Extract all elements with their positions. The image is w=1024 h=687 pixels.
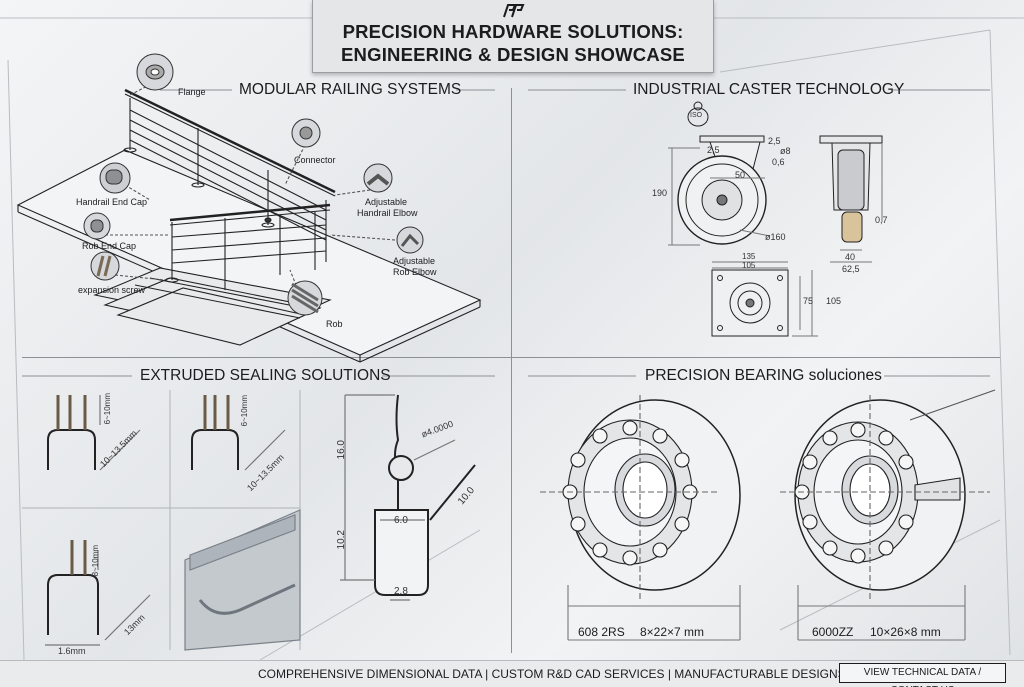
caster-dim-d2: 2,5 — [768, 136, 781, 146]
caster-section-title: INDUSTRIAL CASTER TECHNOLOGY — [633, 81, 905, 98]
iso-badge-label: ISO — [690, 112, 703, 119]
flange-icon — [136, 53, 174, 91]
label-adjustable-rob-elbow-1: Adjustable — [393, 256, 436, 266]
vertical-divider — [511, 88, 512, 653]
label-adjustable-handrail-elbow-2: Handrail Elbow — [357, 208, 418, 218]
hardware-logo-icon — [503, 4, 525, 18]
bearing-2-size: 10×26×8 mm — [870, 625, 941, 639]
horizontal-divider — [22, 357, 1000, 358]
handrail-end-cap-icon — [99, 162, 131, 194]
seal-profile-dim-6: 2.8 — [394, 586, 408, 597]
view-technical-data-button[interactable]: VIEW TECHNICAL DATA / CONTACT US — [839, 663, 1006, 687]
caster-dim-plate-w2: 105 — [742, 261, 756, 270]
expansion-screw-icon — [90, 251, 120, 281]
caster-dim-d4: 0,6 — [772, 157, 785, 167]
caster-dim-d6: 0,7 — [875, 215, 888, 225]
banner-title-line2: ENGINEERING & DESIGN SHOWCASE — [341, 44, 685, 65]
label-adjustable-rob-elbow-2: Rob Elbow — [393, 267, 437, 277]
bearing-2-model: 6000ZZ — [812, 625, 854, 639]
caster-dim-plate-h2: 105 — [826, 296, 842, 306]
bearing-608-icon — [540, 395, 741, 600]
footer-text: COMPREHENSIVE DIMENSIONAL DATA | CUSTOM … — [258, 667, 846, 681]
caster-dim-d7: 40 — [845, 252, 856, 262]
seal-profile-dim-4: 6.0 — [394, 515, 408, 526]
caster-dim-plate-h: 75 — [803, 296, 814, 306]
rob-icon — [287, 280, 323, 316]
caster-dim-height: 190 — [652, 188, 668, 198]
label-flange: Flange — [178, 87, 206, 97]
caster-dim-d8: 62,5 — [842, 264, 860, 274]
adjustable-handrail-elbow-icon — [363, 163, 393, 193]
connector-icon — [291, 118, 321, 148]
label-rob: Rob — [326, 319, 343, 329]
banner-title-line1: PRECISION HARDWARE SOLUTIONS: — [342, 21, 684, 42]
caster-dim-d3: ø8 — [780, 146, 791, 156]
bearing-1-size: 8×22×7 mm — [640, 625, 705, 639]
title-banner: PRECISION HARDWARE SOLUTIONS: ENGINEERIN… — [312, 0, 714, 73]
iso-badge-icon — [687, 101, 709, 127]
caster-dim-wheel: ø160 — [765, 232, 786, 242]
label-handrail-end-cap: Handrail End Cap — [76, 197, 148, 207]
sealing-section-title: EXTRUDED SEALING SOLUTIONS — [140, 367, 391, 384]
glass-seal-render-icon — [184, 509, 301, 651]
adjustable-rob-elbow-icon — [396, 226, 424, 254]
caster-dim-plate-w: 135 — [742, 252, 756, 261]
caster-dim-d5: 50 — [735, 170, 746, 180]
bearing-6000-icon — [780, 389, 996, 600]
label-rob-end-cap: Rob End Cap — [82, 241, 137, 251]
rob-end-cap-icon — [83, 212, 111, 240]
seal-c-dim-3: 1.6mm — [58, 646, 86, 656]
label-expansion-screw: expansion screw — [78, 285, 146, 295]
bearing-section-title: PRECISION BEARING soluciones — [645, 367, 882, 384]
railing-section-title: MODULAR RAILING SYSTEMS — [239, 81, 462, 98]
label-connector: Connector — [294, 155, 336, 165]
bearing-1-model: 608 2RS — [578, 625, 625, 639]
label-adjustable-handrail-elbow-1: Adjustable — [365, 197, 408, 207]
caster-dim-d1: 2,5 — [707, 145, 720, 155]
